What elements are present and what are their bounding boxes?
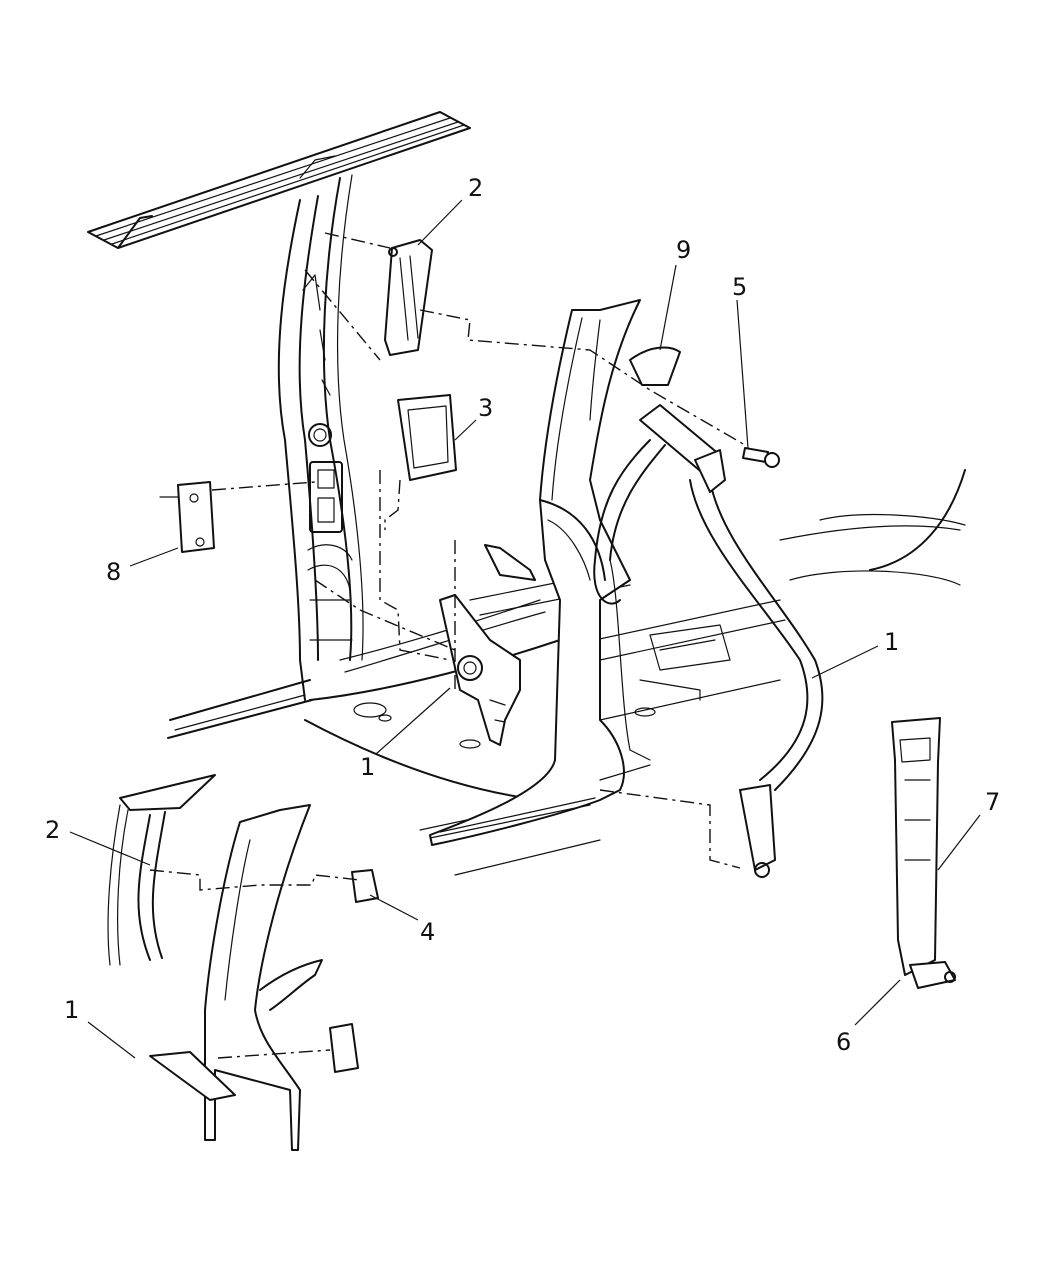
- callout-leader-lines: [69, 199, 981, 1059]
- callout-1-right: 1: [884, 628, 899, 656]
- floor-pan: [304, 469, 966, 876]
- buckle-anchor-part-6: [909, 961, 956, 989]
- callout-2-top: 2: [468, 174, 483, 202]
- roof-rail: [87, 111, 471, 249]
- trim-cover-part-3: [397, 394, 457, 481]
- callout-labels: 2 9 5 3 8 1 1 2 7 4 1 6: [45, 174, 1000, 1056]
- callout-6: 6: [836, 1028, 851, 1056]
- retractor-assembly: [439, 544, 536, 746]
- b-pillar-body: [167, 174, 364, 739]
- bolt-part-5: [742, 447, 780, 468]
- callout-9: 9: [676, 236, 691, 264]
- installation-dash-lines: [149, 232, 746, 1059]
- buckle-assembly-part-7: [891, 717, 941, 976]
- height-adjuster-part-2: [384, 239, 433, 356]
- anchor-plate-part-8: [159, 481, 215, 553]
- callout-5: 5: [732, 273, 747, 301]
- callout-2-lower: 2: [45, 816, 60, 844]
- lower-pillar-trim: [107, 774, 379, 1151]
- shoulder-belt-webbing: [593, 404, 824, 878]
- callout-1-center: 1: [360, 753, 375, 781]
- callout-3: 3: [478, 394, 493, 422]
- d-ring-cover-part-9: [629, 346, 681, 386]
- callout-8: 8: [106, 558, 121, 586]
- callout-1-lower: 1: [64, 996, 79, 1024]
- b-pillar-trim-main: [429, 299, 651, 846]
- callout-4: 4: [420, 918, 435, 946]
- callout-7: 7: [985, 788, 1000, 816]
